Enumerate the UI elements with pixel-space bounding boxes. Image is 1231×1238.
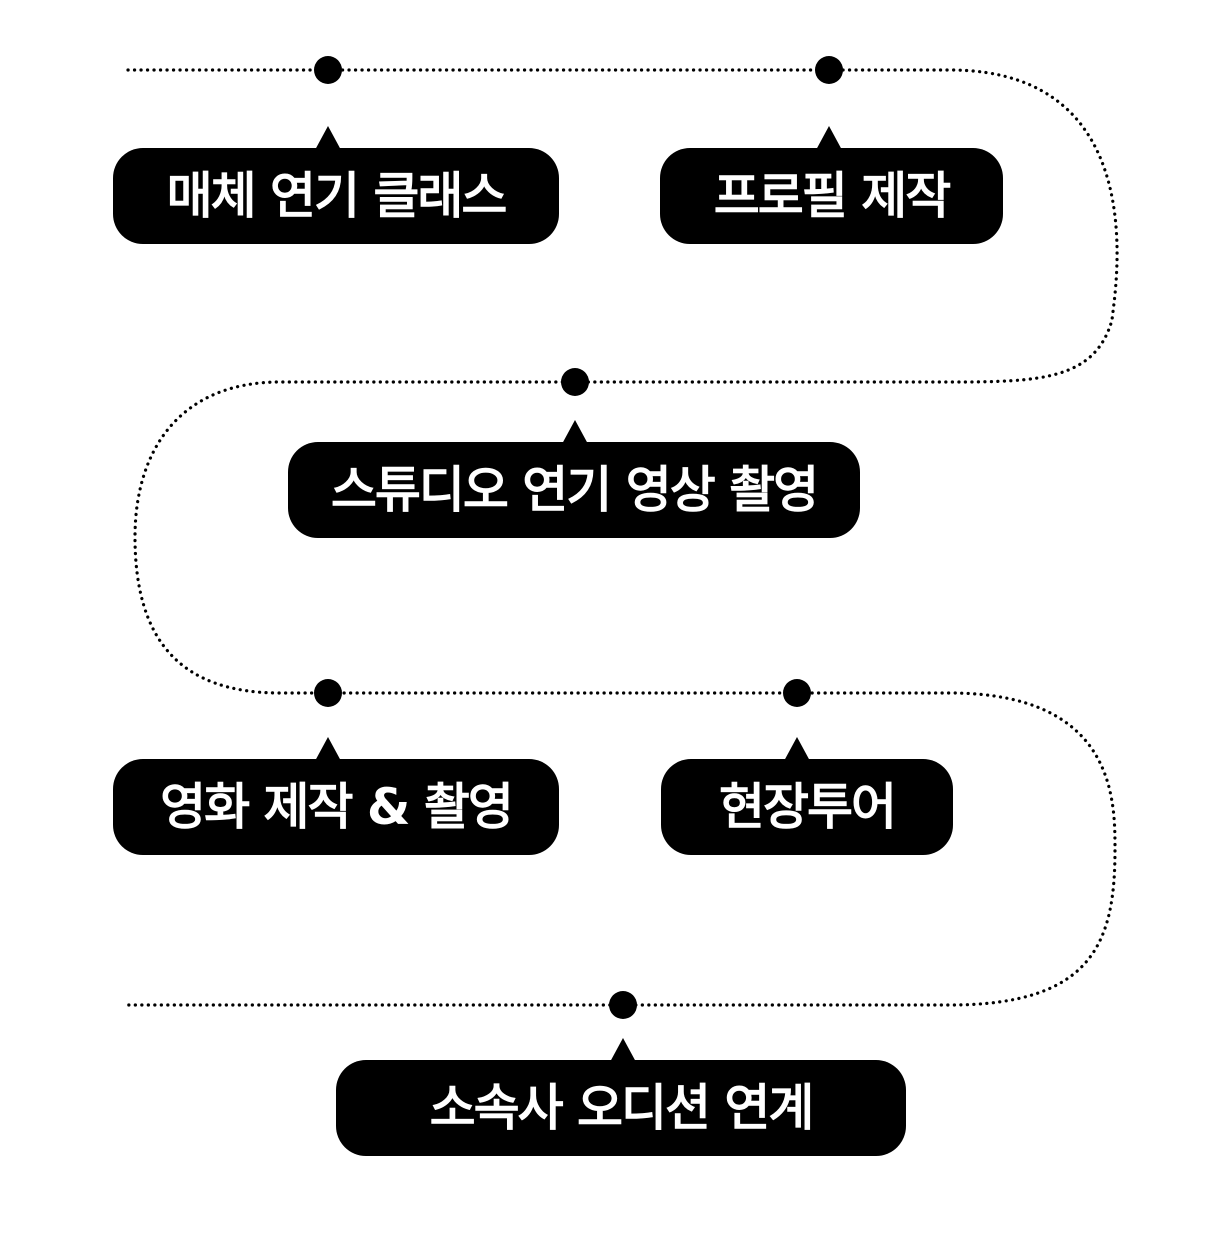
- step-5-label: 현장투어: [719, 778, 897, 836]
- step-6-pointer: [610, 1038, 636, 1062]
- step-4-node-dot: [314, 679, 342, 707]
- step-5-label-bubble: 현장투어: [661, 737, 953, 855]
- step-3-label-bubble: 스튜디오 연기 영상 촬영: [288, 420, 860, 538]
- step-2-label: 프로필 제작: [713, 167, 951, 225]
- step-1-node-dot: [314, 56, 342, 84]
- step-1-label-bubble: 매체 연기 클래스: [113, 126, 559, 244]
- step-6-label-bubble: 소속사 오디션 연계: [336, 1038, 906, 1156]
- step-5-pointer: [784, 737, 810, 761]
- step-3-label: 스튜디오 연기 영상 촬영: [330, 461, 819, 519]
- step-4-pointer: [315, 737, 341, 761]
- step-5-node-dot: [783, 679, 811, 707]
- step-1-pointer: [315, 126, 341, 150]
- step-6-node-dot: [609, 991, 637, 1019]
- step-2-node-dot: [815, 56, 843, 84]
- step-4-label-bubble: 영화 제작 & 촬영: [113, 737, 559, 855]
- step-1-label: 매체 연기 클래스: [166, 167, 508, 225]
- step-3-pointer: [562, 420, 588, 444]
- step-2-label-bubble: 프로필 제작: [660, 126, 1003, 244]
- step-6-label: 소속사 오디션 연계: [429, 1079, 815, 1137]
- step-3-node-dot: [561, 368, 589, 396]
- step-4-label: 영화 제작 & 촬영: [160, 778, 514, 836]
- step-2-pointer: [816, 126, 842, 150]
